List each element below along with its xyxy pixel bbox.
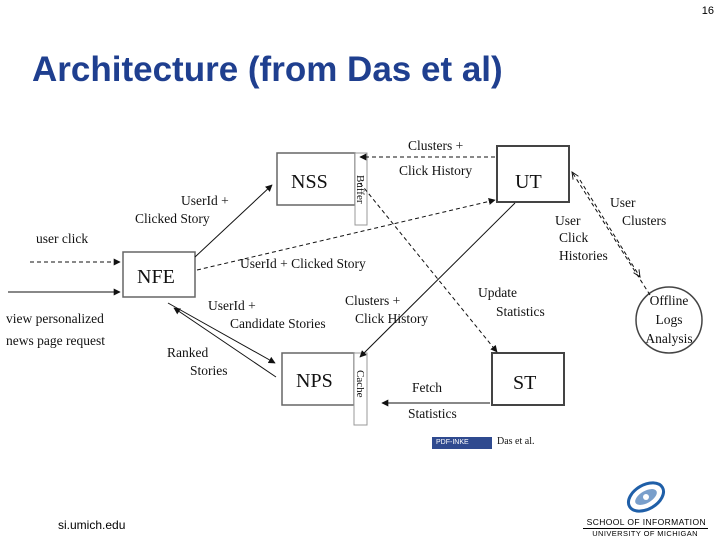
label-user-histories-3: Histories <box>559 248 608 263</box>
school-name: SCHOOL OF INFORMATION <box>582 517 708 529</box>
edge-nps-to-nfe <box>173 307 277 378</box>
label-fetch-1: Fetch <box>412 380 442 395</box>
label-user-histories-1: User <box>555 213 581 228</box>
label-user-histories-2: Click <box>559 230 588 245</box>
page-number: 16 <box>701 5 714 17</box>
university-name: UNIVERSITY OF MICHIGAN <box>592 529 698 538</box>
nfe-label: NFE <box>137 266 175 288</box>
cache-label: Cache <box>354 370 366 398</box>
diagram-edges <box>8 153 651 407</box>
nps-box: NPS Cache <box>281 352 368 426</box>
nss-label: NSS <box>291 171 328 193</box>
edge-ut-to-offline <box>579 179 640 277</box>
ut-box: UT <box>496 145 570 203</box>
ut-label: UT <box>515 171 542 193</box>
buffer-label: Buffer <box>354 175 366 204</box>
offline-label-1: Offline <box>650 293 689 308</box>
edge-labels: Clusters + Click History UserId + Clicke… <box>6 138 666 421</box>
nss-box: NSS Buffer <box>276 152 368 226</box>
edge-nfe-to-nps <box>167 302 276 364</box>
label-clusters-top-2: Click History <box>399 163 472 178</box>
st-label: ST <box>513 372 536 394</box>
label-user-click: user click <box>36 231 88 246</box>
slide-title: Architecture (from Das et al) <box>32 50 503 89</box>
edge-nfe-to-ut <box>196 198 496 271</box>
label-update-stats-1: Update <box>478 285 517 300</box>
label-userid-clicked-mid: UserId + Clicked Story <box>240 256 366 271</box>
school-logo-icon <box>626 481 666 513</box>
edge-nss-to-st <box>359 182 498 353</box>
label-userid-clicked-2: Clicked Story <box>135 211 210 226</box>
architecture-diagram: NSS Buffer UT NFE NPS Cache ST Offline L… <box>6 138 703 426</box>
label-userid-clicked-1: UserId + <box>181 193 229 208</box>
label-ranked-2: Stories <box>190 363 228 378</box>
label-userid-candidate-1: UserId + <box>208 298 256 313</box>
label-user-clusters-2: Clusters <box>622 213 666 228</box>
credit-badge: PDF-INKE <box>432 437 492 449</box>
offline-label-2: Logs <box>656 312 683 327</box>
offline-label-3: Analysis <box>645 331 692 346</box>
st-box: ST <box>491 352 565 406</box>
label-clusters-mid-1: Clusters + <box>345 293 400 308</box>
offline-node: Offline Logs Analysis <box>635 286 703 354</box>
nfe-box: NFE <box>122 251 196 298</box>
label-fetch-2: Statistics <box>408 406 457 421</box>
label-user-clusters-1: User <box>610 195 636 210</box>
label-userid-candidate-2: Candidate Stories <box>230 316 326 331</box>
label-view-request-1: view personalized <box>6 311 104 326</box>
footer-url: si.umich.edu <box>58 518 126 532</box>
label-clusters-top-1: Clusters + <box>408 138 463 153</box>
label-ranked-1: Ranked <box>167 345 208 360</box>
label-view-request-2: news page request <box>6 333 105 348</box>
label-clusters-mid-2: Click History <box>355 311 428 326</box>
credit-text: Das et al. <box>497 436 535 447</box>
edge-ut-to-nps <box>359 202 516 358</box>
nps-label: NPS <box>296 370 333 392</box>
edge-nfe-to-nss <box>194 184 273 258</box>
label-update-stats-2: Statistics <box>496 304 545 319</box>
